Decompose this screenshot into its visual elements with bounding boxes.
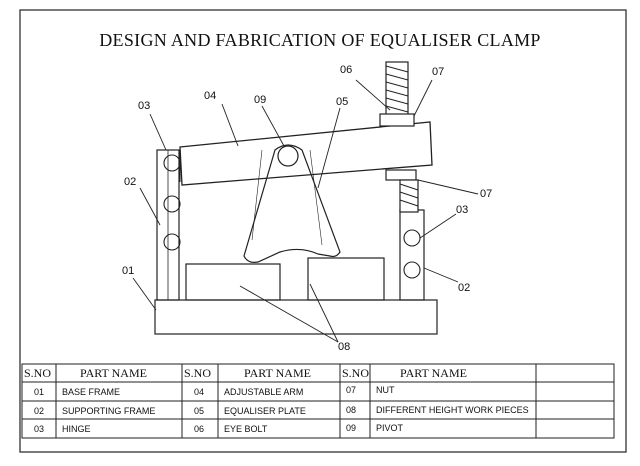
table-header-part-name-3: PART NAME bbox=[400, 366, 467, 380]
callout-09-pivot: 09 bbox=[254, 94, 267, 106]
table-cell: 01 bbox=[34, 387, 45, 397]
table-header-part-name-2: PART NAME bbox=[244, 366, 311, 380]
right-supporting-frame bbox=[399, 209, 425, 301]
callout-07-nut-upper: 07 bbox=[432, 66, 445, 78]
callout-08-work-pieces: 08 bbox=[338, 341, 351, 353]
eye-bolt-upper bbox=[385, 61, 409, 123]
table-cell: EYE BOLT bbox=[224, 424, 268, 434]
table-cell: 09 bbox=[346, 423, 357, 433]
table-cell: 07 bbox=[346, 385, 357, 395]
left-hinge-hole-1 bbox=[163, 154, 181, 172]
drawing-title: DESIGN AND FABRICATION OF EQUALISER CLAM… bbox=[99, 30, 541, 50]
table-cell: EQUALISER PLATE bbox=[224, 406, 306, 416]
table-cell: 08 bbox=[346, 405, 357, 415]
base-frame bbox=[154, 299, 438, 335]
table-cell: 06 bbox=[194, 424, 205, 434]
table-cell: DIFFERENT HEIGHT WORK PIECES bbox=[376, 405, 529, 415]
table-cell: HINGE bbox=[62, 424, 91, 434]
callout-03-hinge-left: 03 bbox=[138, 100, 151, 112]
left-hinge-hole-2 bbox=[163, 195, 181, 213]
nut-lower bbox=[385, 169, 417, 181]
left-hinge-hole-3 bbox=[163, 233, 181, 251]
equaliser-plate bbox=[243, 144, 341, 263]
table-cell: BASE FRAME bbox=[62, 387, 121, 397]
callout-04-adjustable-arm: 04 bbox=[204, 90, 217, 102]
table-cell: 03 bbox=[34, 424, 45, 434]
leader-lines bbox=[132, 79, 479, 343]
table-cell: ADJUSTABLE ARM bbox=[224, 387, 304, 397]
work-piece-1 bbox=[185, 263, 281, 301]
callout-03-hinge-right: 03 bbox=[456, 204, 469, 216]
eye-bolt-lower bbox=[399, 179, 419, 213]
table-header-sno-1: S.NO bbox=[24, 366, 52, 380]
table-header-sno-3: S.NO bbox=[342, 366, 370, 380]
table-cell: NUT bbox=[376, 385, 395, 395]
table-header-sno-2: S.NO bbox=[184, 366, 212, 380]
callout-01-base-frame: 01 bbox=[122, 265, 135, 277]
table-cell: 05 bbox=[194, 406, 205, 416]
callout-07-nut-lower: 07 bbox=[480, 188, 493, 200]
adjustable-arm bbox=[179, 121, 433, 186]
callout-06-eye-bolt: 06 bbox=[340, 64, 353, 76]
callout-05-equaliser-plate: 05 bbox=[336, 96, 349, 108]
callout-02-supporting-frame-right: 02 bbox=[458, 282, 471, 294]
parts-table bbox=[21, 363, 615, 439]
table-header-part-name-1: PART NAME bbox=[80, 366, 147, 380]
work-piece-2 bbox=[307, 257, 385, 301]
table-cell: 02 bbox=[34, 406, 45, 416]
table-cell: SUPPORTING FRAME bbox=[62, 406, 156, 416]
pivot bbox=[277, 145, 299, 167]
nut-upper bbox=[379, 113, 415, 127]
callout-02-supporting-frame-left: 02 bbox=[124, 176, 137, 188]
right-hinge-hole-2 bbox=[403, 261, 421, 279]
table-cell: 04 bbox=[194, 387, 205, 397]
right-hinge-hole-1 bbox=[403, 229, 421, 247]
table-cell: PIVOT bbox=[376, 423, 404, 433]
equaliser-plate-inner bbox=[251, 149, 323, 246]
sheet-border bbox=[19, 9, 627, 453]
